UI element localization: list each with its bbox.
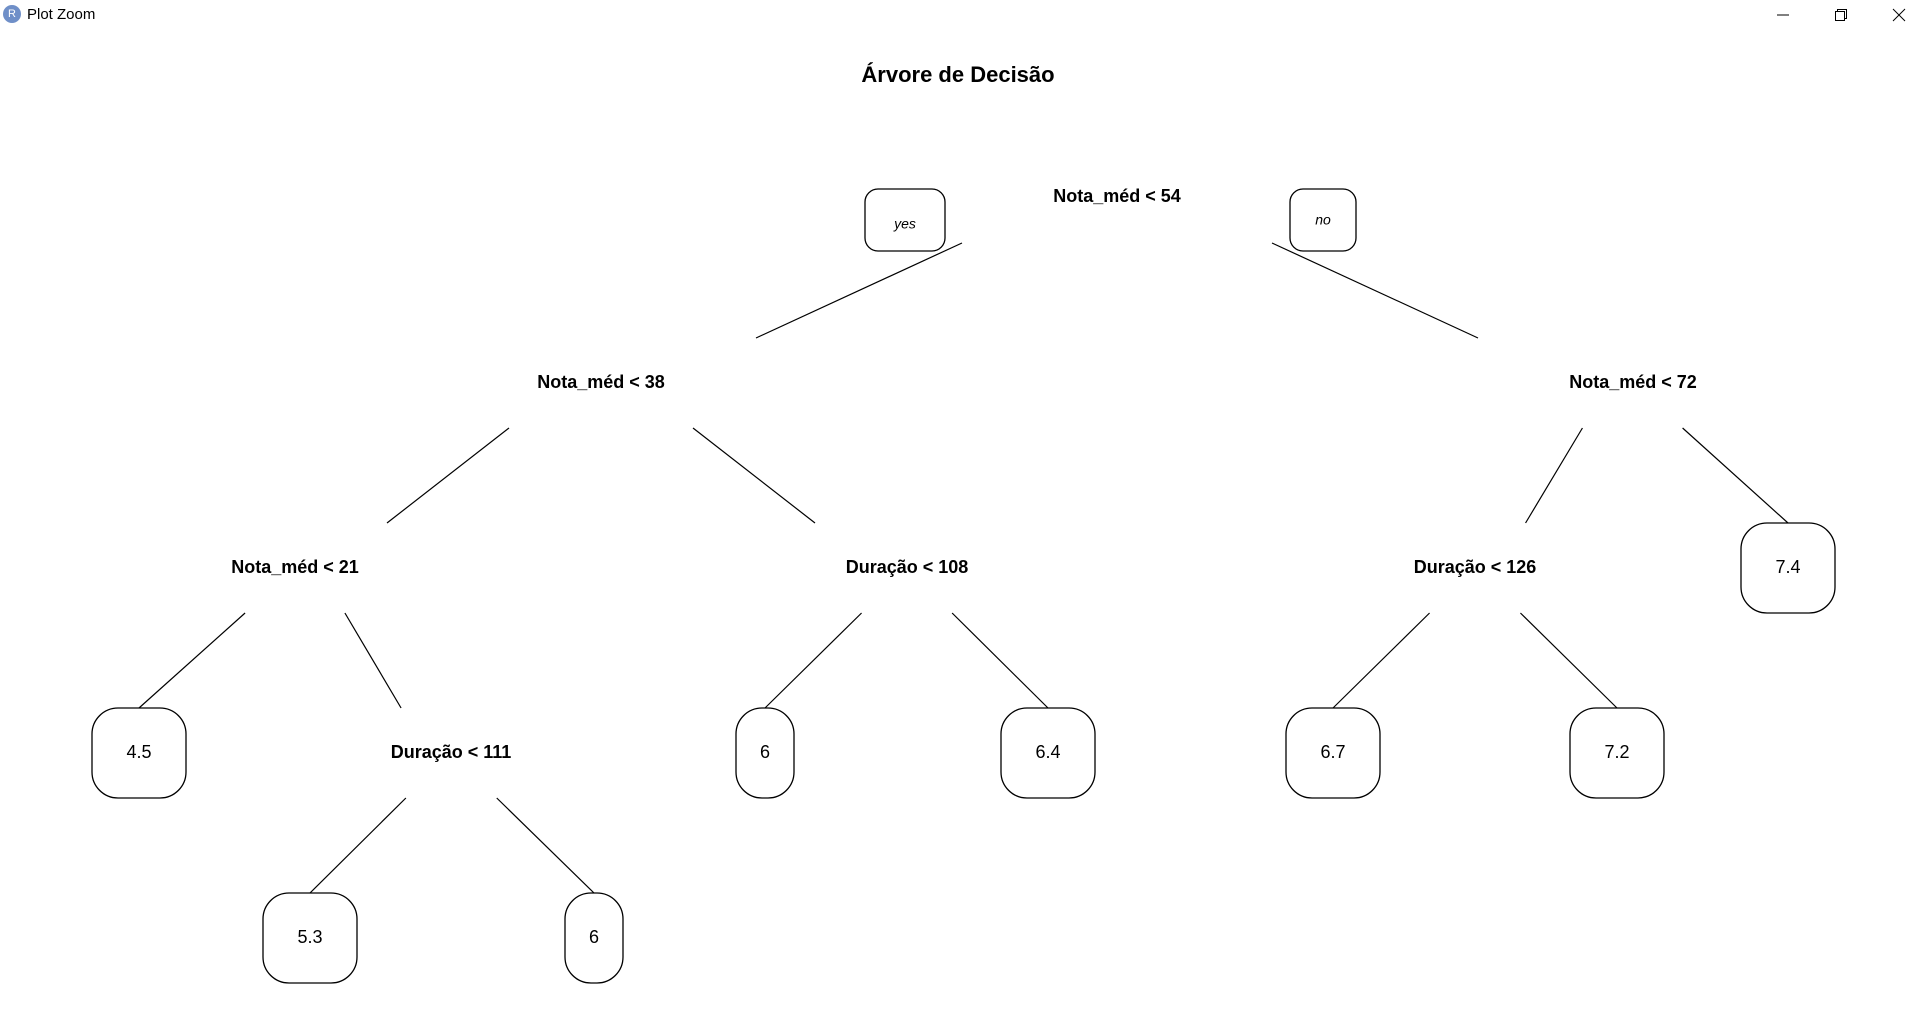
no-label: no [1315,212,1331,228]
yes-box [864,188,946,252]
leaf-value: 6.4 [1035,742,1060,762]
close-button[interactable] [1870,0,1916,30]
leaf-value: 5.3 [297,927,322,947]
tree-edge [951,612,1049,709]
split-rule: Nota_méd < 72 [1569,372,1697,392]
leaf-box [1000,707,1096,799]
split-rule: Duração < 108 [846,557,969,577]
yes-label: yes [893,216,916,232]
split-rule: Nota_méd < 38 [537,372,665,392]
tree-edge [1520,612,1618,709]
leaf-value: 6.7 [1320,742,1345,762]
leaf-value: 6 [589,927,599,947]
leaf-box [1569,707,1665,799]
leaf-box [262,892,358,984]
window-title: Plot Zoom [27,6,96,23]
leaf-box [735,707,795,799]
window-titlebar: R Plot Zoom [0,0,1916,30]
tree-edge [496,797,595,894]
maximize-button[interactable] [1812,0,1870,30]
split-rule: Nota_méd < 54 [1053,186,1181,206]
tree-edge [1682,427,1789,524]
close-icon [1892,8,1906,22]
tree-edge [692,427,816,524]
split-rule: Duração < 111 [391,742,512,762]
leaf-box [91,707,187,799]
minimize-icon [1777,14,1789,16]
tree-edge [764,612,862,709]
split-rule: Nota_méd < 21 [231,557,359,577]
tree-edge [344,612,402,709]
tree-edge [1525,427,1583,524]
tree-edge [138,612,246,709]
tree-edge [309,797,407,894]
leaf-box [1285,707,1381,799]
no-box [1289,188,1357,252]
leaf-value: 7.2 [1604,742,1629,762]
plot-title: Árvore de Decisão [861,62,1055,87]
leaf-box [564,892,624,984]
leaf-box [1740,522,1836,614]
tree-edge [755,242,963,339]
tree-edge [1271,242,1479,339]
maximize-icon [1835,9,1847,21]
leaf-value: 6 [760,742,770,762]
leaf-value: 4.5 [126,742,151,762]
r-logo-icon: R [3,5,21,23]
tree-edge [1332,612,1430,709]
split-rule: Duração < 126 [1414,557,1537,577]
leaf-value: 7.4 [1775,557,1800,577]
tree-edge [386,427,510,524]
minimize-button[interactable] [1754,0,1812,30]
